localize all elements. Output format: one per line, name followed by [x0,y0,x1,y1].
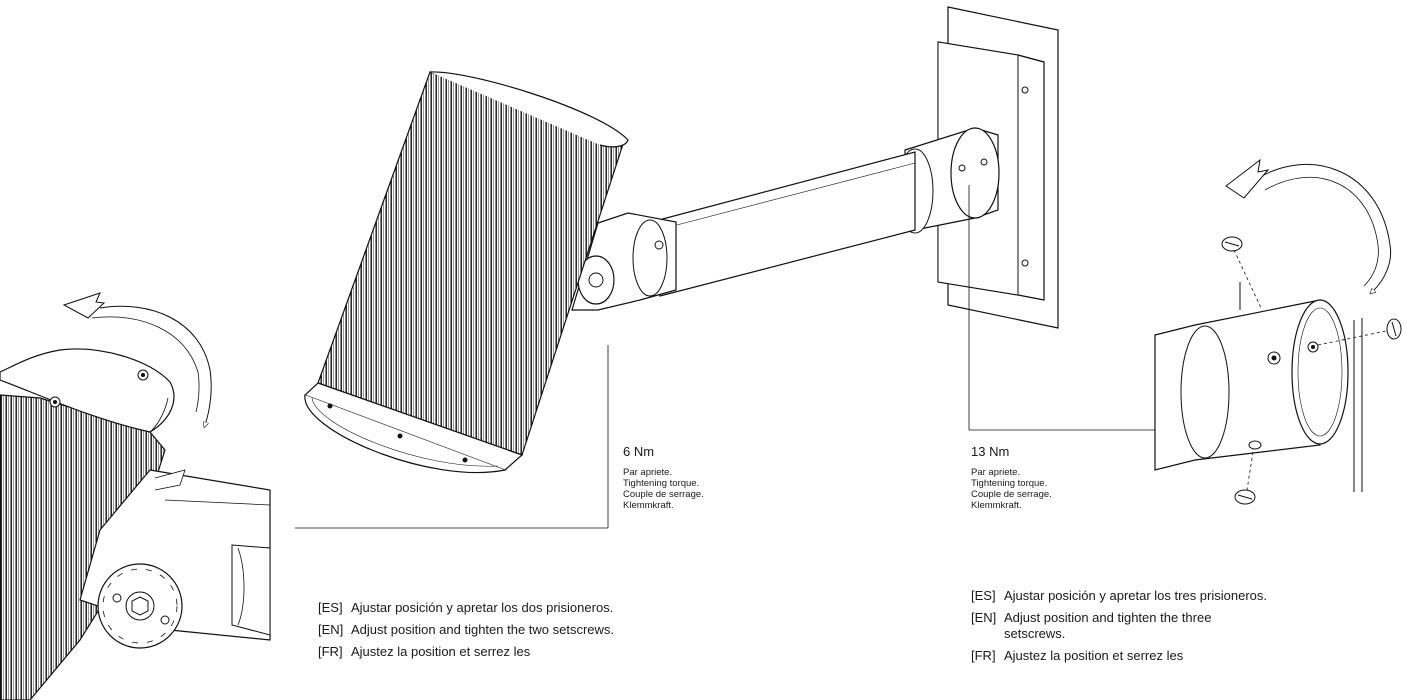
main-lamp-view [303,6,1155,474]
lang-code: [FR] [318,644,343,659]
torque-value: 6 Nm [623,444,655,459]
instruction-row-en: [EN] Adjust position and tighten the two… [318,622,648,638]
torque-caption-en: Tightening torque. [971,478,1048,489]
lang-code: [ES] [318,600,343,615]
instruction-text: Adjust position and tighten the two sets… [351,622,615,637]
torque-caption-de: Klemmkraft. [623,500,674,511]
torque-caption-fr: Couple de serrage. [971,489,1052,500]
right-detail-view [1154,158,1402,505]
lamp-housing-ribbed [317,71,629,456]
lamp-bracket [571,212,677,311]
instruction-text: Ajustar posición y apretar los tres pris… [1004,588,1268,603]
instruction-text: Ajustez la position et serrez les [1004,648,1184,663]
detail-pivot-disc [97,563,183,649]
right-detail-rotation-arrow [1225,158,1392,292]
instruction-text: Adjust position and tighten the three se… [1004,610,1212,641]
detail-top-cap [0,348,175,433]
setscrew-bottom [1234,451,1256,505]
lang-code: [EN] [971,610,997,625]
instruction-row-es: [ES] Ajustar posición y apretar los tres… [971,588,1271,604]
instruction-row-fr: [FR] Ajustez la position et serrez les [971,648,1271,664]
torque-label-13nm: 13 Nm Par apriete. Tightening torque. Co… [971,444,1052,511]
torque-caption-es: Par apriete. [623,467,673,478]
torque-caption-de: Klemmkraft. [971,500,1022,511]
torque-caption-fr: Couple de serrage. [623,489,704,500]
instruction-text: Ajustar posición y apretar los dos prisi… [351,600,614,615]
instructions-right: [ES] Ajustar posición y apretar los tres… [971,588,1271,670]
lang-code: [ES] [971,588,996,603]
lang-code: [EN] [318,622,344,637]
torque-caption-en: Tightening torque. [623,478,700,489]
lamp-bottom-ring [303,382,524,474]
instruction-text: Ajustez la position et serrez les [351,644,531,659]
torque-caption-es: Par apriete. [971,467,1021,478]
detail-rotation-arrow [62,292,212,425]
detail-collar [1154,299,1349,471]
arm-tube [639,151,916,297]
lang-code: [FR] [971,648,996,663]
instructions-left: [ES] Ajustar posición y apretar los dos … [318,600,648,666]
instruction-row-es: [ES] Ajustar posición y apretar los dos … [318,600,648,616]
instruction-row-en: [EN] Adjust position and tighten the thr… [971,610,1271,642]
torque-value: 13 Nm [971,444,1010,459]
setscrew-top [1221,236,1263,311]
setscrew-right [1317,318,1402,346]
instruction-row-fr: [FR] Ajustez la position et serrez les [318,644,648,660]
torque-label-6nm: 6 Nm Par apriete. Tightening torque. Cou… [623,444,704,511]
left-detail-view [0,292,609,700]
